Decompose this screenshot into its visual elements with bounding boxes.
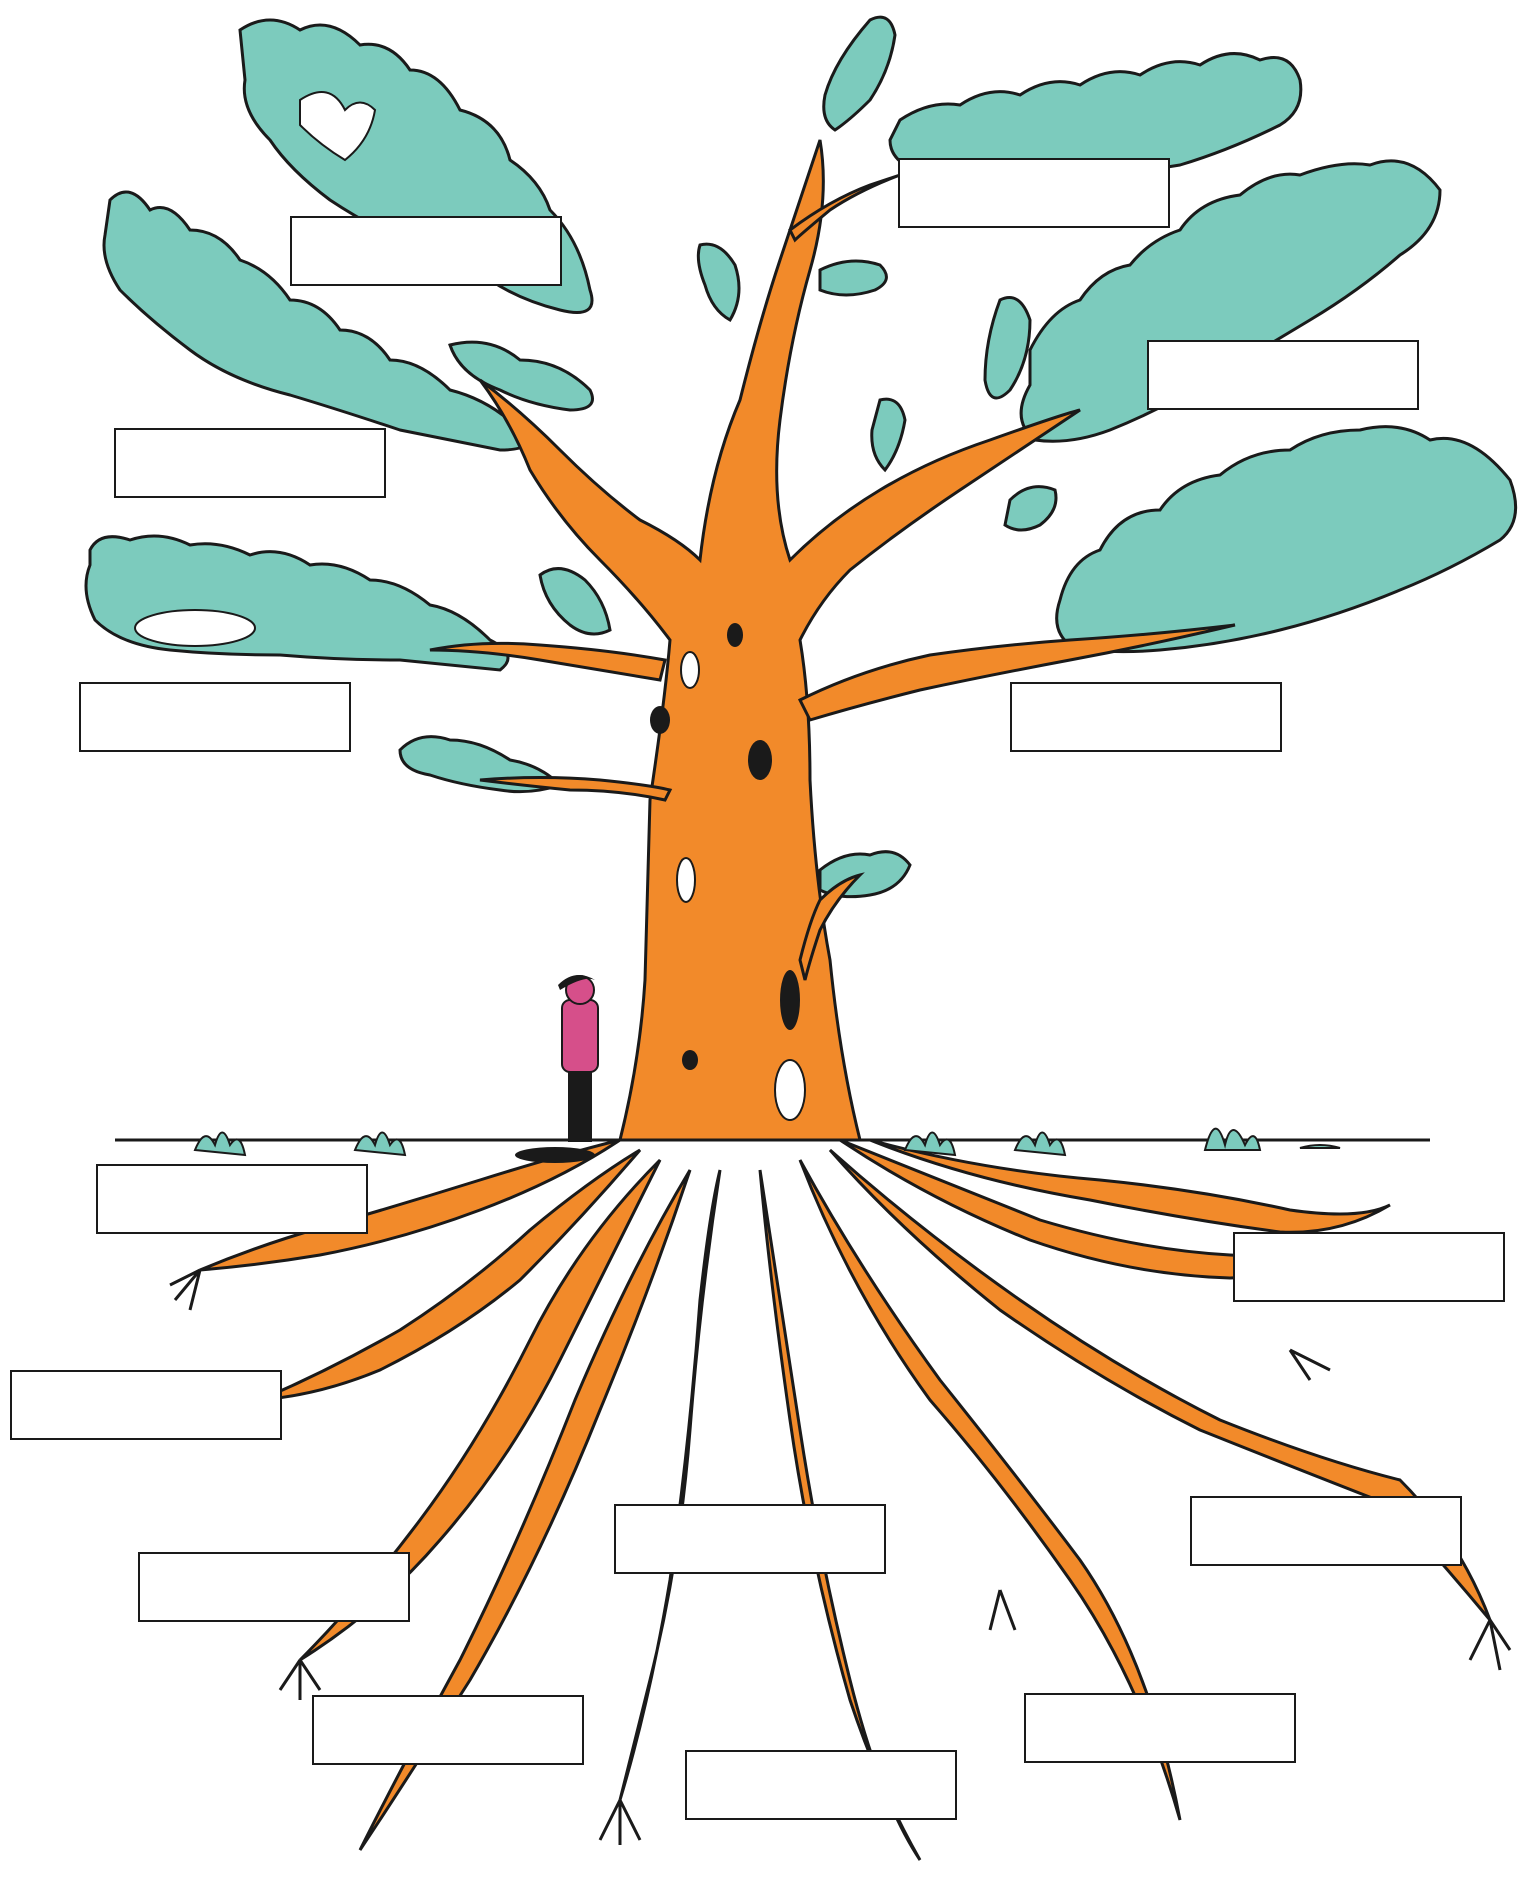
person-legs	[568, 1070, 592, 1142]
trunk-highlight-2	[677, 858, 695, 902]
foliage-small-top	[824, 17, 895, 130]
grass-tuft-icon	[195, 1133, 245, 1156]
root-label-3-input[interactable]	[21, 1378, 272, 1433]
root-label-1[interactable]	[96, 1164, 368, 1234]
foliage-highlight-cloud	[135, 610, 255, 646]
branch-label-5[interactable]	[79, 682, 351, 752]
root-tip-1	[170, 1270, 200, 1310]
root-label-1-input[interactable]	[107, 1172, 358, 1227]
trunk-spot-4	[780, 970, 800, 1030]
root-label-8[interactable]	[1024, 1693, 1296, 1763]
branch-label-5-input[interactable]	[90, 690, 341, 745]
root-label-4-input[interactable]	[625, 1512, 876, 1567]
grass-tuft-icon	[905, 1133, 955, 1156]
root-tip-3	[600, 1800, 640, 1845]
branch-label-6-input[interactable]	[1021, 690, 1272, 745]
grass-tuft-icon	[355, 1133, 405, 1156]
foliage-right-lower	[1057, 427, 1516, 652]
root-label-6[interactable]	[138, 1552, 410, 1622]
root-label-9[interactable]	[685, 1750, 957, 1820]
branch-label-4-input[interactable]	[125, 436, 376, 491]
person-icon	[515, 975, 598, 1163]
root-label-3[interactable]	[10, 1370, 282, 1440]
trunk-highlight-1	[681, 652, 699, 688]
root-label-7[interactable]	[312, 1695, 584, 1765]
person-shadow	[515, 1147, 595, 1163]
root-label-2[interactable]	[1233, 1232, 1505, 1302]
branch-label-3[interactable]	[1147, 340, 1419, 410]
grass-tuft-icon	[1300, 1145, 1340, 1148]
foliage-small-center-1	[698, 244, 739, 320]
trunk-spot-3	[727, 623, 743, 647]
branch-label-3-input[interactable]	[1158, 348, 1409, 403]
trunk-spot-1	[748, 740, 772, 780]
root-label-4[interactable]	[614, 1504, 886, 1574]
branch-label-1-input[interactable]	[301, 224, 552, 279]
root-label-9-input[interactable]	[696, 1758, 947, 1813]
foliage-small-right-1	[985, 298, 1030, 399]
branch-label-4[interactable]	[114, 428, 386, 498]
foliage-small-center-2	[820, 261, 886, 295]
root-label-8-input[interactable]	[1035, 1701, 1286, 1756]
branch-label-1[interactable]	[290, 216, 562, 286]
foliage-small-right-2	[872, 399, 905, 470]
root-tip-4	[1470, 1620, 1510, 1670]
root-center-left	[620, 1170, 720, 1800]
branch-label-2[interactable]	[898, 158, 1170, 228]
branch-label-2-input[interactable]	[909, 166, 1160, 221]
trunk-spot-2	[650, 706, 670, 734]
root-label-7-input[interactable]	[323, 1703, 574, 1758]
root-label-5[interactable]	[1190, 1496, 1462, 1566]
foliage-small-right-3	[1005, 487, 1056, 530]
person-shirt	[562, 1000, 598, 1072]
root-tip-2	[280, 1660, 320, 1700]
root-tip-5	[1290, 1350, 1330, 1380]
branch-label-6[interactable]	[1010, 682, 1282, 752]
root-label-5-input[interactable]	[1201, 1504, 1452, 1559]
grass-tuft-icon	[1015, 1133, 1065, 1156]
root-tip-6	[990, 1590, 1015, 1630]
trunk-spot-5	[682, 1050, 698, 1070]
root-label-2-input[interactable]	[1244, 1240, 1495, 1295]
root-label-6-input[interactable]	[149, 1560, 400, 1615]
trunk-highlight-3	[775, 1060, 805, 1120]
grass-tuft-icon	[1205, 1129, 1260, 1150]
foliage-small-mid-left	[540, 569, 610, 634]
